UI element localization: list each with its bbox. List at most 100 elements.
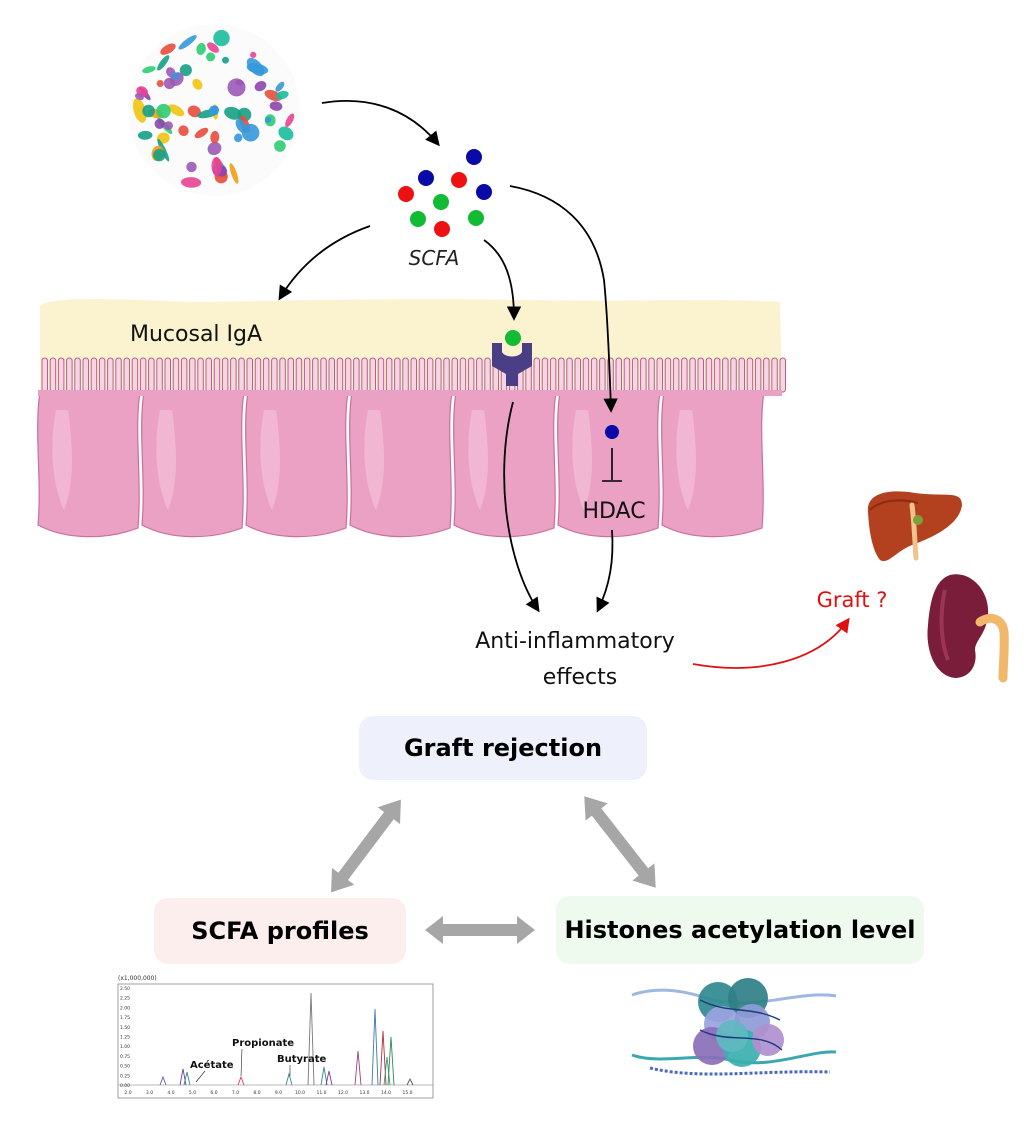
chromatogram-peak	[320, 1066, 328, 1086]
bacterium	[224, 106, 242, 120]
microvillus	[754, 357, 762, 393]
microvillus	[435, 357, 442, 393]
bacterium	[187, 105, 201, 118]
microvillus	[262, 357, 270, 393]
bacterium	[285, 113, 295, 128]
chromatogram-x-tick: 9.0	[275, 1090, 282, 1096]
bacterium	[160, 43, 176, 55]
graft-question-label: Graft ?	[817, 588, 888, 612]
chromatogram-peak	[307, 992, 315, 1086]
bacterium	[207, 141, 222, 156]
microvillus	[115, 357, 122, 393]
cell-highlight	[156, 410, 176, 510]
microvillus	[361, 357, 368, 393]
bacterium	[207, 42, 219, 53]
microvillus	[246, 357, 253, 393]
microvillus	[230, 357, 237, 393]
microvillus	[418, 357, 426, 393]
microvillus	[303, 357, 311, 393]
double-arrow-bottom	[425, 916, 535, 944]
microvillus	[74, 357, 81, 393]
chromatogram-y-tick: 1.00	[120, 1044, 130, 1050]
microvillus	[738, 357, 745, 393]
microvillus	[238, 357, 245, 393]
scfa-dot-green	[468, 210, 484, 226]
bacterium	[134, 93, 144, 101]
microvillus	[49, 357, 57, 393]
chromatogram-peak	[183, 1071, 191, 1086]
cell-highlight	[364, 410, 384, 510]
propionate-label: Propionate	[232, 1038, 294, 1049]
microvillus	[623, 357, 631, 393]
microvillus	[344, 357, 352, 393]
microvillus	[271, 357, 278, 393]
microvillus	[746, 357, 754, 393]
histone-blob	[716, 1020, 748, 1052]
chromatogram-y-tick: 2.50	[120, 986, 130, 992]
double-arrow-left	[331, 799, 401, 893]
chromatogram-peak	[387, 1036, 395, 1086]
bacterium	[234, 133, 243, 143]
chromatogram-x-tick: 11.0	[316, 1090, 326, 1096]
bacterium	[181, 177, 202, 188]
microvillus	[467, 357, 475, 393]
microvillus	[172, 357, 180, 393]
scfa-dot-blue	[418, 170, 434, 186]
leader-line	[195, 1070, 206, 1083]
scfa-dot-blue	[466, 149, 482, 165]
microvillus	[615, 357, 622, 393]
cell-highlight	[52, 410, 72, 510]
bacterium	[246, 57, 265, 77]
microvillus	[713, 357, 721, 393]
microvillus	[640, 357, 647, 393]
liver-icon	[867, 491, 962, 562]
microvillus	[590, 357, 598, 393]
microvillus	[197, 357, 204, 393]
microvillus	[484, 357, 491, 393]
microvillus	[664, 357, 672, 393]
microvillus	[164, 357, 171, 393]
chromatogram-x-tick: 14.0	[381, 1090, 391, 1096]
microvillus	[312, 357, 319, 393]
histones-label: Histones acetylation level	[564, 916, 916, 944]
microvillus	[328, 357, 335, 393]
chromatogram-x-tick: 8.0	[253, 1090, 260, 1096]
chromatogram-y-tick: 1.50	[120, 1025, 130, 1031]
bacterium	[178, 35, 197, 50]
bacterium	[269, 101, 283, 111]
graft-rejection-label: Graft rejection	[403, 734, 603, 762]
histone-blob	[752, 1024, 784, 1056]
effects-label: effects	[543, 665, 617, 690]
microvillus	[402, 357, 409, 393]
microvillus	[426, 357, 434, 393]
microvillus	[451, 357, 458, 393]
microvillus	[689, 357, 696, 393]
microvillus	[41, 357, 48, 393]
bacterium	[229, 163, 239, 184]
microvillus	[722, 357, 729, 393]
microvillus	[566, 357, 573, 393]
graft-rejection-box: Graft rejection	[359, 716, 647, 780]
histones-box: Histones acetylation level	[556, 896, 924, 964]
bacterium	[142, 66, 156, 74]
chromatogram-peak	[406, 1077, 414, 1086]
microvillus	[656, 357, 663, 393]
microvillus	[123, 357, 130, 393]
microbe	[222, 56, 229, 64]
microvillus	[180, 357, 188, 393]
bacterium	[157, 55, 170, 71]
chromatogram-x-tick: 5.0	[189, 1090, 196, 1096]
epithelium	[37, 357, 786, 538]
microvillus	[336, 357, 344, 393]
scfa-dot-green	[410, 211, 426, 227]
relation-arrows	[331, 796, 656, 944]
nucleosome-icon	[631, 978, 837, 1076]
microvillus	[139, 357, 147, 393]
microvillus	[156, 357, 163, 393]
mucosal-iga-label: Mucosal IgA	[130, 322, 262, 347]
bacterium	[275, 81, 285, 92]
microvillus	[279, 357, 286, 393]
bacterium	[137, 130, 153, 140]
bacterium	[178, 125, 189, 137]
